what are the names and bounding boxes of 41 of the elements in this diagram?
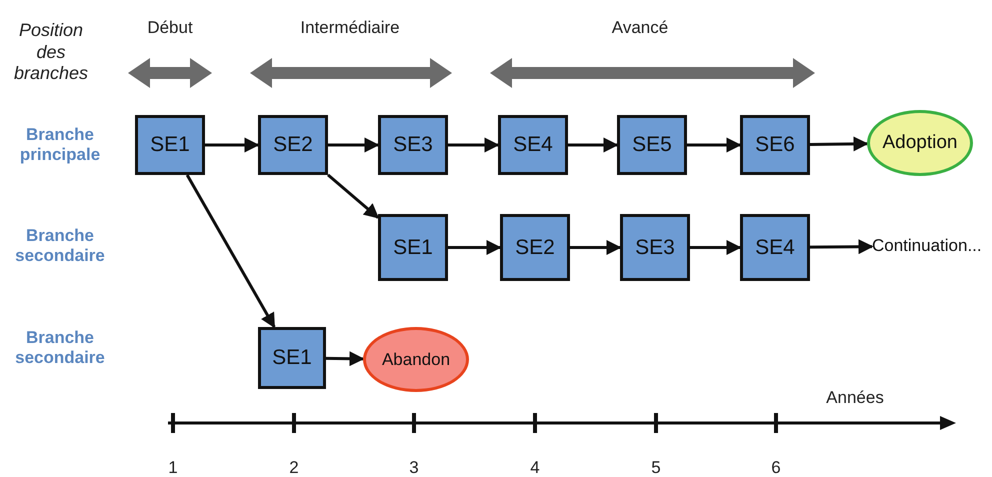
stage-box: SE3 xyxy=(620,214,690,281)
tick-label: 1 xyxy=(167,458,179,477)
axis-label: Années xyxy=(825,388,885,408)
arrow xyxy=(810,239,874,254)
arrow xyxy=(327,174,380,219)
phase-label: Début xyxy=(146,18,194,38)
phase-label: Intermédiaire xyxy=(299,18,401,38)
outcome-ellipse: Adoption xyxy=(867,110,973,176)
arrow xyxy=(186,174,276,328)
stage-box: SE1 xyxy=(135,115,205,175)
row-label: Branche secondaire xyxy=(14,226,106,267)
stage-box: SE1 xyxy=(378,214,448,281)
arrow xyxy=(810,136,869,152)
stage-box: SE6 xyxy=(740,115,810,175)
tick-label: 3 xyxy=(408,458,420,477)
stage-box: SE5 xyxy=(617,115,687,175)
tick-label: 6 xyxy=(770,458,782,477)
tick-label: 5 xyxy=(650,458,662,477)
stage-box: SE2 xyxy=(500,214,570,281)
stage-box: SE1 xyxy=(258,327,326,389)
arrow xyxy=(448,240,502,255)
arrow xyxy=(205,138,260,152)
phase-label: Avancé xyxy=(610,18,670,38)
row-label: Branche principale xyxy=(18,125,102,166)
stage-box: SE4 xyxy=(740,214,810,281)
stage-box: SE3 xyxy=(378,115,448,175)
row-label: Branche secondaire xyxy=(14,328,106,369)
arrow xyxy=(328,138,380,152)
arrow xyxy=(570,240,622,255)
stage-box: SE2 xyxy=(258,115,328,175)
axis-title: Position des branches xyxy=(12,20,90,85)
arrow xyxy=(690,240,742,255)
tick-label: 4 xyxy=(529,458,541,477)
arrow xyxy=(448,138,500,152)
arrow xyxy=(687,138,742,152)
outcome-ellipse: Abandon xyxy=(363,327,469,392)
tick-label: 2 xyxy=(288,458,300,477)
arrow xyxy=(326,351,364,366)
end-text: Continuation... xyxy=(872,233,990,259)
arrow xyxy=(568,138,618,152)
stage-box: SE4 xyxy=(498,115,568,175)
